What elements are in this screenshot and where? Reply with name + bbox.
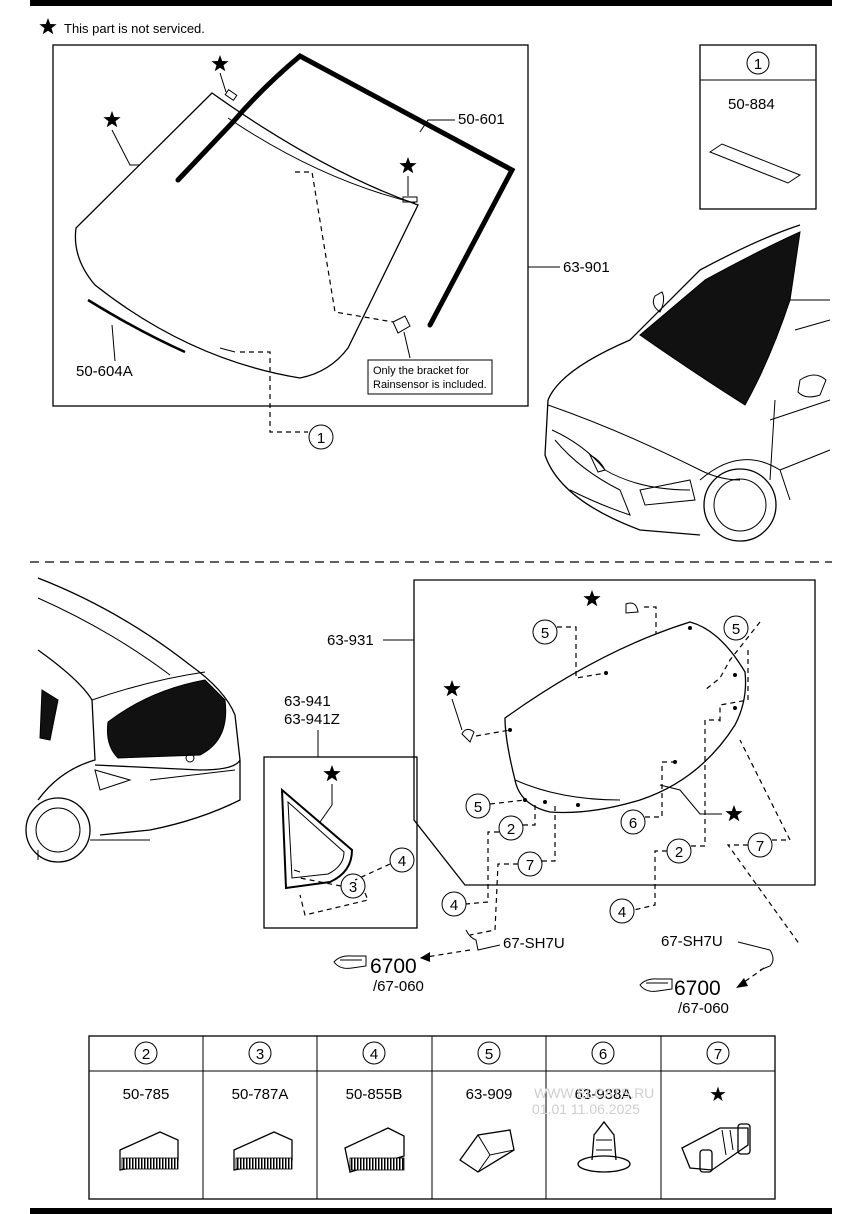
table-index-7 (706, 1041, 730, 1065)
windshield-glass (74, 92, 419, 379)
table-part-5: 63-909 (466, 1086, 513, 1103)
callout-5c (465, 793, 491, 819)
table-index-2-text: 2 (142, 1046, 150, 1063)
label-wire-right: 67-SH7U (661, 933, 723, 950)
callout-7b-text: 7 (756, 838, 764, 855)
table-index-3-text: 3 (256, 1046, 264, 1063)
table-index-4-text: 4 (370, 1046, 378, 1063)
ref-right-sub: /67-060 (678, 1000, 729, 1017)
callout-4c (389, 847, 415, 873)
detail-1-index-text: 1 (754, 56, 762, 73)
watermark-line2: 01.01 11.06.2025 (532, 1101, 640, 1117)
detail-1-part: 50-884 (728, 96, 775, 113)
detail-1-index (746, 51, 770, 75)
table-index-2 (134, 1041, 158, 1065)
table-index-6-text: 6 (599, 1046, 607, 1063)
table-index-3 (248, 1041, 272, 1065)
rear-car-illustration (25, 577, 241, 863)
windshield-frame (52, 44, 529, 407)
callout-4a-text: 4 (450, 897, 458, 914)
parts-table (88, 1035, 776, 1200)
callout-5b (723, 615, 749, 641)
table-index-4 (362, 1041, 386, 1065)
table-index-7-text: 7 (714, 1046, 722, 1063)
ref-left-sub: /67-060 (373, 978, 424, 995)
callout-3-text: 3 (349, 879, 357, 896)
part-drawing-50-785 (119, 1131, 179, 1171)
pointing-hand-icon (639, 978, 673, 992)
detail-1-box (699, 44, 817, 210)
callout-5b-text: 5 (732, 621, 740, 638)
star-icon (39, 18, 57, 35)
table-index-5 (477, 1041, 501, 1065)
callout-5a (532, 619, 558, 645)
callout-2b-text: 2 (675, 844, 683, 861)
callout-5c-text: 5 (474, 799, 482, 816)
bracket-note-box (367, 359, 493, 395)
part-drawing-63-909 (459, 1129, 515, 1173)
callout-6-text: 6 (629, 815, 637, 832)
callout-7a-text: 7 (526, 857, 534, 874)
table-index-5-text: 5 (485, 1046, 493, 1063)
star-note: This part is not serviced. (64, 21, 205, 36)
table-index-6 (591, 1041, 615, 1065)
callout-1-text: 1 (317, 430, 325, 447)
star-icon (103, 111, 121, 128)
label-63-931: 63-931 (327, 632, 374, 649)
callout-4b (609, 898, 635, 924)
label-63-901: 63-901 (563, 259, 610, 276)
liftgate-glass (504, 621, 747, 814)
windshield-moulding (175, 52, 516, 328)
bracket-note-line1: Only the bracket for (373, 365, 469, 377)
star-icon (323, 765, 341, 782)
part-drawing-50-855B (344, 1127, 405, 1173)
label-50-601: 50-601 (458, 111, 505, 128)
table-part-2: 50-785 (123, 1086, 170, 1103)
part-drawing-star-part (681, 1123, 751, 1173)
label-wire-left: 67-SH7U (503, 935, 565, 952)
quarter-glass-box (263, 756, 418, 929)
pointing-hand-icon (333, 955, 367, 969)
star-icon (399, 157, 417, 174)
star-icon (211, 55, 229, 72)
table-part-7: ★ (709, 1084, 727, 1106)
star-icon (725, 805, 743, 822)
table-part-3: 50-787A (232, 1086, 289, 1103)
star-icon (583, 590, 601, 607)
part-drawing-50-787A (233, 1131, 293, 1171)
table-part-6: 63-938A (575, 1086, 632, 1103)
label-50-604A: 50-604A (76, 363, 133, 380)
wire-right (759, 949, 774, 971)
callout-2a-text: 2 (507, 821, 515, 838)
callout-4a (441, 891, 467, 917)
top-border (30, 0, 832, 6)
front-car-illustration (544, 224, 831, 542)
table-part-4: 50-855B (346, 1086, 403, 1103)
callout-5a-text: 5 (541, 625, 549, 642)
bracket-note-line2: Rainsensor is included. (373, 379, 487, 391)
label-63-941Z: 63-941Z (284, 711, 340, 728)
callout-6 (620, 809, 646, 835)
detail-1-strip (708, 143, 802, 184)
bottom-border (30, 1208, 832, 1214)
liftgate-frame (413, 579, 816, 886)
callout-1 (308, 424, 334, 450)
quarter-glass (280, 787, 354, 890)
callout-4b-text: 4 (618, 904, 626, 921)
callout-4c-text: 4 (398, 853, 406, 870)
label-63-941: 63-941 (284, 693, 331, 710)
watermark-line1: WWW.ELCATS.RU (534, 1085, 654, 1101)
callout-2a (498, 815, 524, 841)
star-icon (443, 680, 461, 697)
ref-right-main: 6700 (674, 977, 721, 1000)
ref-left-main: 6700 (370, 955, 417, 978)
cowl-seal (87, 298, 186, 354)
wire-left (465, 929, 501, 951)
part-drawing-63-938A (577, 1120, 631, 1173)
